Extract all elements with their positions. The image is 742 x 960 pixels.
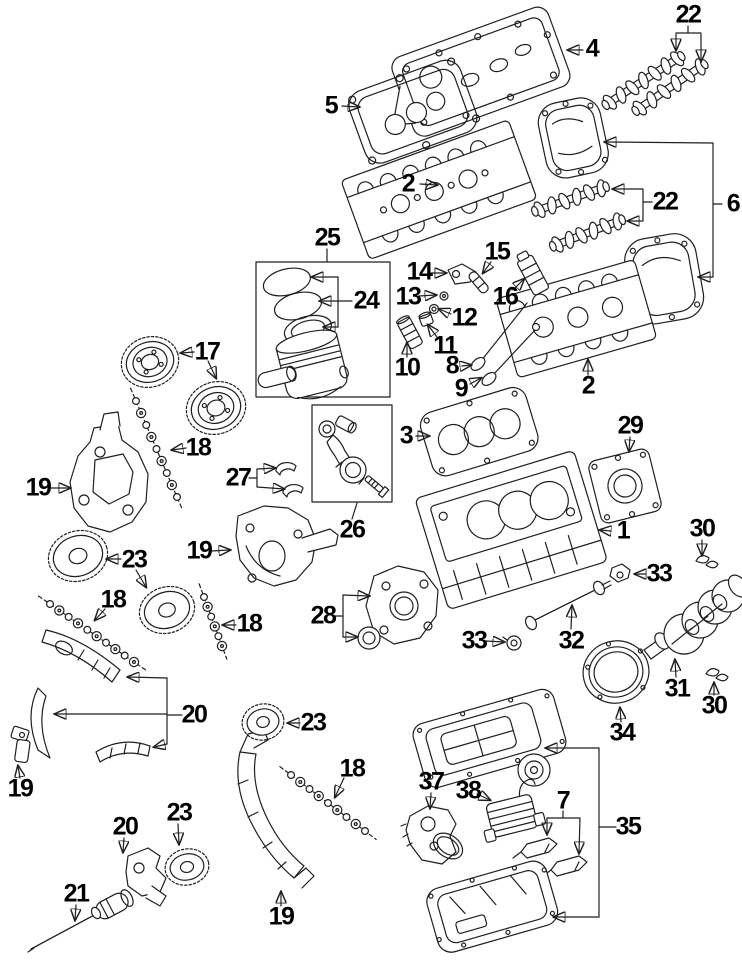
part-sprocket-drawing [241,703,285,741]
leader-valve-seal [428,325,437,338]
part-chain-guide-rails [30,629,151,763]
leader-balance-shaft [75,904,76,920]
part-guide-pin-a [609,563,631,583]
leader-guide-rails [55,677,183,747]
part-valve-cover-gasket [348,57,481,165]
part-camshaft-drawing [601,50,686,111]
leader-sprocket-23c [178,823,179,844]
part-head-gasket [419,386,539,477]
part-chain-tensioner-lower [125,847,167,907]
leader-oil-cooler [476,794,490,800]
part-bearing-shells [275,461,304,498]
part-chain-tensioner-small [10,725,31,764]
part-cam-follower [516,250,549,296]
part-oil-level-sensors [512,837,588,877]
part-guide-pin-b [502,635,522,651]
part-cylinder-head-right [496,260,657,378]
leader-crankshaft [675,660,676,678]
leader-timing-covers-rear [605,142,723,277]
part-camshaft-drawing [548,212,627,253]
part-key-clip-b [705,668,729,682]
leader-box-26 [351,502,358,520]
part-timing-chain-drawing [279,765,377,841]
part-timing-cover-gasket-upper [537,97,609,179]
part-timing-chain-drawing [129,387,184,511]
part-piston-pin [257,365,297,389]
leader-camshafts-mid [613,189,653,221]
part-tensioner-housing-right [235,505,339,587]
leader-exhaust-valve [470,378,481,384]
leader-chain-18b [95,609,105,620]
part-front-seal [357,626,381,650]
part-exhaust-valve [481,322,541,387]
part-oil-pump [400,805,464,865]
part-engine-block [415,451,607,609]
part-pin-clip [339,365,349,379]
leader-sealing-flange [620,708,621,723]
leader-bearing-shells [248,468,284,489]
part-camshaft-drawing [531,179,610,219]
part-upper-oil-pan [412,688,567,788]
leader-oil-pans [546,748,617,917]
leader-oil-sensors [547,810,580,853]
leader-front-cover [333,595,369,637]
leader-oil-pump [430,792,431,808]
detail-box-26 [311,404,393,503]
part-sprocket-drawing [185,380,247,436]
generated-parts-layer [37,50,709,886]
part-sprocket-drawing [120,335,180,389]
leader-camshafts-upper [676,25,701,61]
part-key-clip-a [695,555,719,569]
part-cylinder-head-left [341,120,537,259]
leader-chain-18a [172,448,187,450]
leader-tensioner-housing-right [210,550,230,551]
part-rocker-arm [447,263,477,285]
leader-lash-adjuster [483,262,491,273]
part-spring-retainer [428,303,440,315]
part-camshaft-drawing [631,58,709,116]
leader-lines-layer [18,25,723,920]
part-oil-pan-snout [517,753,551,787]
leader-cylinder-head-left [419,184,437,185]
part-intake-valve [470,302,528,372]
part-sprocket-drawing [47,529,109,583]
leader-engine-block [600,530,611,531]
leader-sprockets-23a [107,559,146,587]
part-oil-cooler [483,778,547,843]
part-valve-keeper [439,291,449,301]
leader-cam-adjusters [181,352,216,378]
leader-tensioner-small [18,766,20,779]
leader-spring-retainer [439,309,452,314]
part-timing-cover-left [69,411,149,533]
leader-cam-follower [513,279,524,290]
part-curved-chain-guide [237,729,315,889]
part-front-cover [365,565,439,645]
leader-valve-keeper [418,295,436,296]
part-sprocket-drawing [138,585,196,635]
leader-intake-valve [462,365,471,366]
part-crankshaft [643,574,742,660]
leader-tensioner-lower [123,837,124,852]
leader-guide-pin-b [485,641,504,642]
leader-valve-cover-gasket [341,106,359,107]
part-timing-chain-drawing [37,595,147,671]
part-sprocket-drawing [164,848,210,886]
part-oil-spray-rail [524,580,612,631]
part-valve-guide [396,315,423,350]
part-rear-main-seal-housing [588,448,662,524]
leader-chain-18d [335,777,344,797]
part-sealing-flange-ring [582,640,650,704]
leader-oil-spray-rail [571,606,572,630]
part-timing-chain-drawing [198,583,228,660]
part-balance-shaft [27,889,134,953]
leader-rear-seal-housing [629,436,630,451]
part-lash-adjuster [468,271,489,294]
part-connecting-rod [318,415,390,499]
part-lower-oil-pan [426,860,559,953]
leader-piston-rings [312,277,353,327]
